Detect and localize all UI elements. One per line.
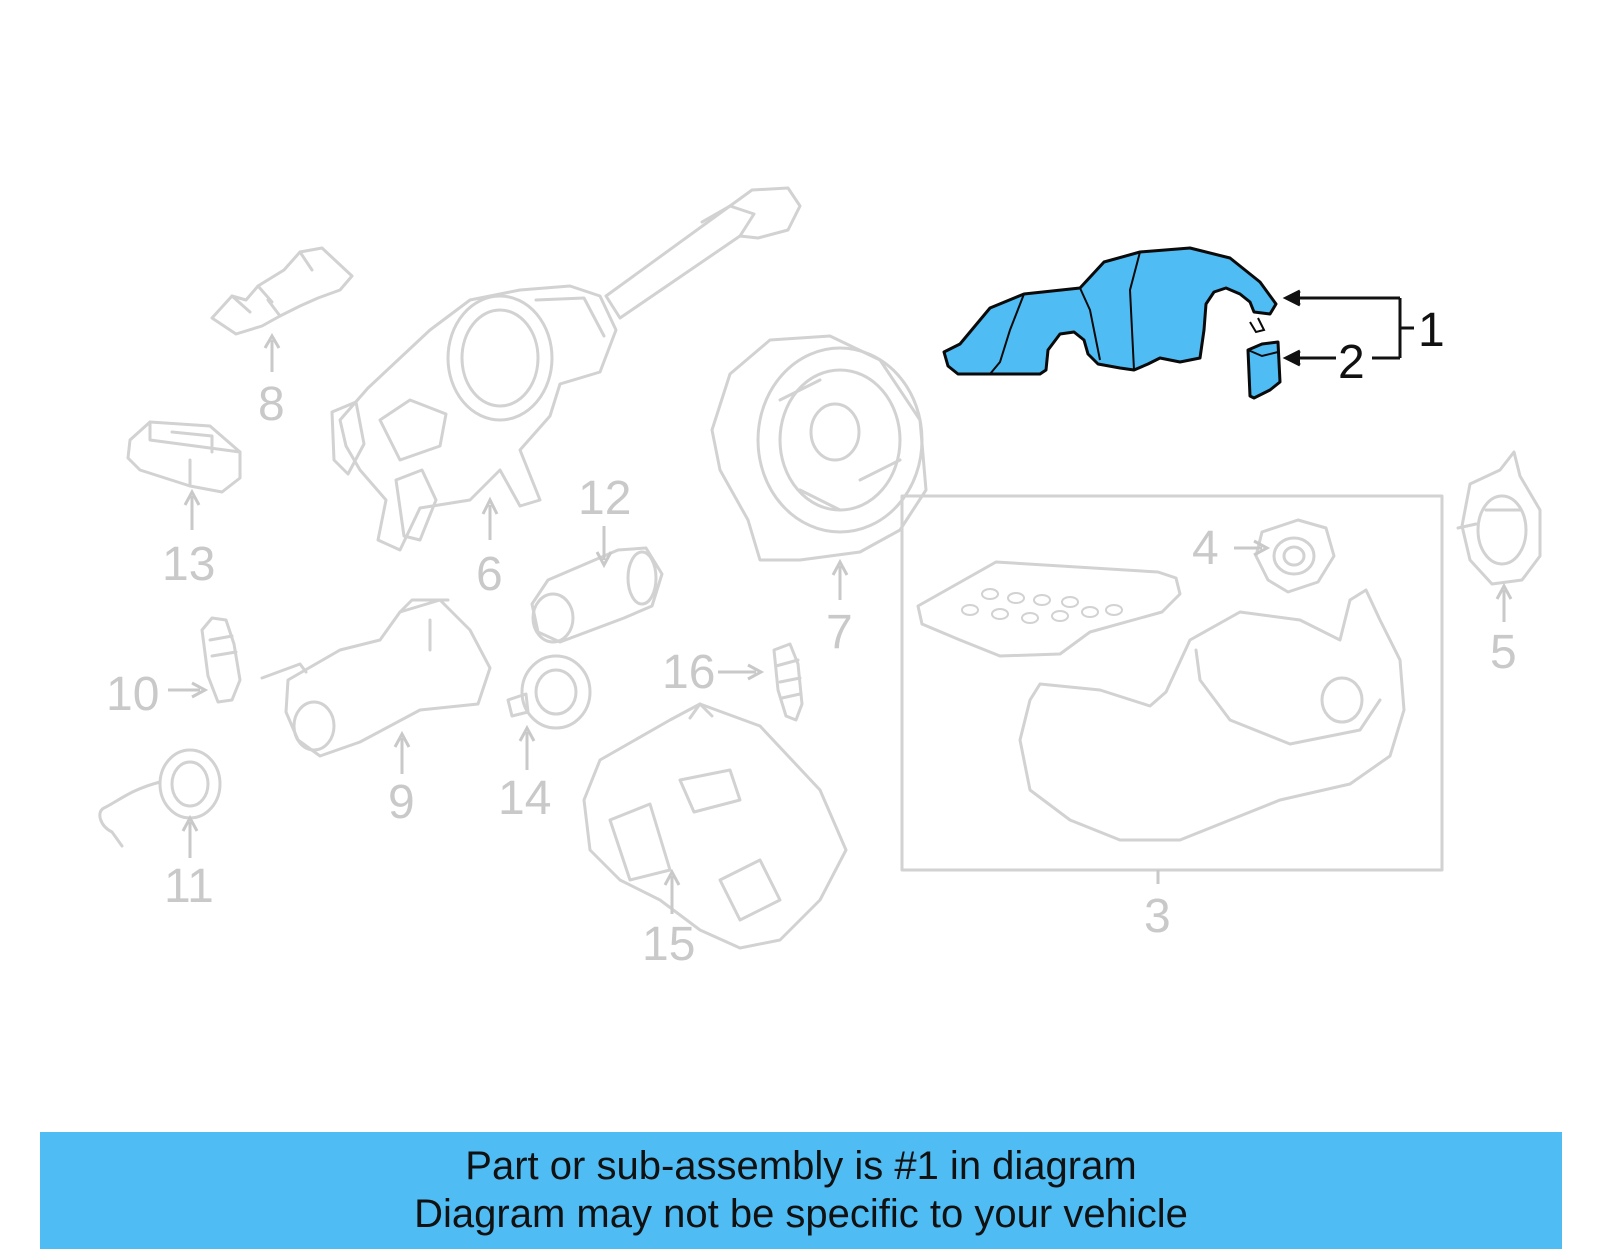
part-15-lock-module [582, 702, 848, 950]
part-14-ring [506, 654, 592, 730]
callout-5: 5 [1490, 626, 1517, 679]
part-12-lock-cylinder [530, 546, 664, 644]
part-10-connector [200, 616, 242, 704]
part-7-clock-spring [710, 334, 928, 562]
part-4-ring [1254, 518, 1336, 594]
banner-disclaimer: Diagram may not be specific to your vehi… [414, 1192, 1188, 1236]
callout-6: 6 [476, 548, 503, 601]
callout-12: 12 [578, 472, 631, 525]
callout-3: 3 [1144, 890, 1171, 943]
part-1-upper-shroud [942, 246, 1278, 376]
callout-14: 14 [498, 772, 551, 825]
callout-7: 7 [826, 606, 853, 659]
part-9-ignition-housing [260, 598, 492, 758]
callout-13: 13 [162, 538, 215, 591]
callout-1: 1 [1418, 304, 1445, 357]
callout-11: 11 [164, 860, 214, 913]
part-13-module [126, 420, 242, 494]
callout-9: 9 [388, 776, 415, 829]
part-5-bracket [1456, 450, 1542, 586]
callout-2: 2 [1338, 336, 1365, 389]
part-3-box [900, 494, 1444, 872]
callout-8: 8 [258, 378, 285, 431]
part-6-combination-switch [330, 186, 802, 552]
part-2-clip [1246, 340, 1282, 400]
callout-1-2-bracket [1282, 289, 1414, 367]
part-8-bracket [210, 246, 354, 336]
callout-15: 15 [642, 918, 695, 971]
banner-part-note: Part or sub-assembly is #1 in diagram [465, 1144, 1137, 1188]
part-16-clip [772, 642, 804, 722]
callout-4: 4 [1192, 522, 1219, 575]
part-3-shroud-assembly [916, 560, 1406, 842]
info-banner: Part or sub-assembly is #1 in diagram Di… [40, 1132, 1562, 1249]
callout-10: 10 [106, 668, 159, 721]
callout-16: 16 [662, 646, 715, 699]
part-11-sensor [98, 748, 222, 848]
